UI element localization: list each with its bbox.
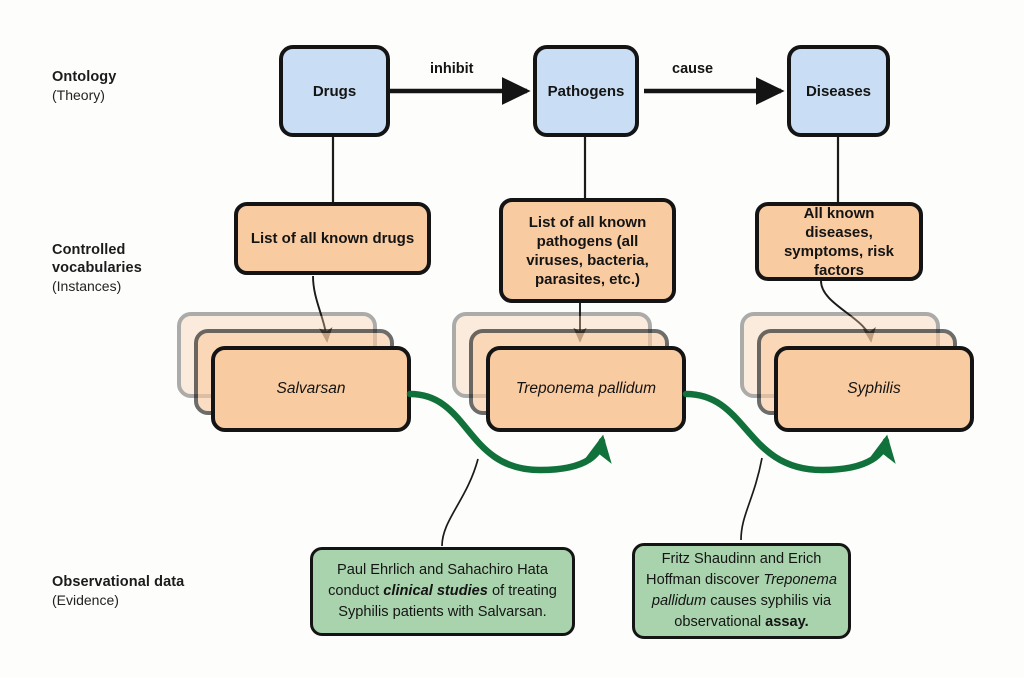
ontology-node-drugs[interactable]: Drugs <box>279 45 390 137</box>
row-label-controlled-vocabularies: Controlled vocabularies (Instances) <box>52 241 142 296</box>
connector-evidence-ehrlich-to-curve <box>441 458 479 547</box>
row-label-observational-data: Observational data (Evidence) <box>52 573 184 610</box>
edge-label-inhibit-text: inhibit <box>430 61 474 77</box>
row-label-controlled-subtitle: (Instances) <box>52 278 122 294</box>
instance-stack-treponema: Treponema pallidum <box>452 312 692 437</box>
instance-card-treponema-pallidum[interactable]: Treponema pallidum <box>486 346 686 432</box>
instance-card-salvarsan[interactable]: Salvarsan <box>211 346 411 432</box>
row-label-observational-subtitle: (Evidence) <box>52 592 119 608</box>
instance-card-syphilis[interactable]: Syphilis <box>774 346 974 432</box>
connector-evidence-shaudinn-to-curve <box>740 457 763 541</box>
edge-label-cause: cause <box>672 61 713 77</box>
row-label-ontology: Ontology (Theory) <box>52 68 116 105</box>
instance-card-syphilis-label: Syphilis <box>847 380 901 397</box>
row-label-observational-title: Observational data <box>52 574 185 590</box>
ontology-node-diseases-label: Diseases <box>805 82 872 100</box>
vocabulary-box-pathogens-label: List of all known pathogens (all viruses… <box>526 213 649 288</box>
instance-stack-salvarsan: Salvarsan <box>177 312 417 437</box>
row-label-controlled-title: Controlled <box>52 242 126 258</box>
edge-label-inhibit: inhibit <box>430 61 474 77</box>
evidence-box-shaudinn[interactable]: Fritz Shaudinn and Erich Hoffman discove… <box>632 543 851 639</box>
evidence-box-ehrlich[interactable]: Paul Ehrlich and Sahachiro Hata conduct … <box>310 547 575 636</box>
row-label-ontology-title: Ontology <box>52 69 117 85</box>
row-label-controlled-title2: vocabularies <box>52 260 142 276</box>
vocabulary-box-diseases[interactable]: All known diseases, symptoms, risk facto… <box>755 202 923 281</box>
row-label-ontology-subtitle: (Theory) <box>52 87 105 103</box>
ontology-node-diseases[interactable]: Diseases <box>787 45 890 137</box>
ontology-node-drugs-label: Drugs <box>312 82 357 100</box>
instance-stack-syphilis: Syphilis <box>740 312 980 437</box>
vocabulary-box-diseases-label: All known diseases, symptoms, risk facto… <box>783 204 895 279</box>
ontology-node-pathogens-label: Pathogens <box>547 82 625 100</box>
instance-card-salvarsan-label: Salvarsan <box>276 380 346 397</box>
ontology-node-pathogens[interactable]: Pathogens <box>533 45 639 137</box>
vocabulary-box-pathogens[interactable]: List of all known pathogens (all viruses… <box>499 198 676 303</box>
instance-card-treponema-pallidum-label: Treponema pallidum <box>515 380 657 397</box>
vocabulary-box-drugs[interactable]: List of all known drugs <box>234 202 431 275</box>
edge-label-cause-text: cause <box>672 61 714 77</box>
evidence-box-shaudinn-text: Fritz Shaudinn and Erich Hoffman discove… <box>646 551 837 630</box>
vocabulary-box-drugs-label: List of all known drugs <box>250 230 415 247</box>
evidence-box-ehrlich-text: Paul Ehrlich and Sahachiro Hata conduct … <box>328 562 557 620</box>
